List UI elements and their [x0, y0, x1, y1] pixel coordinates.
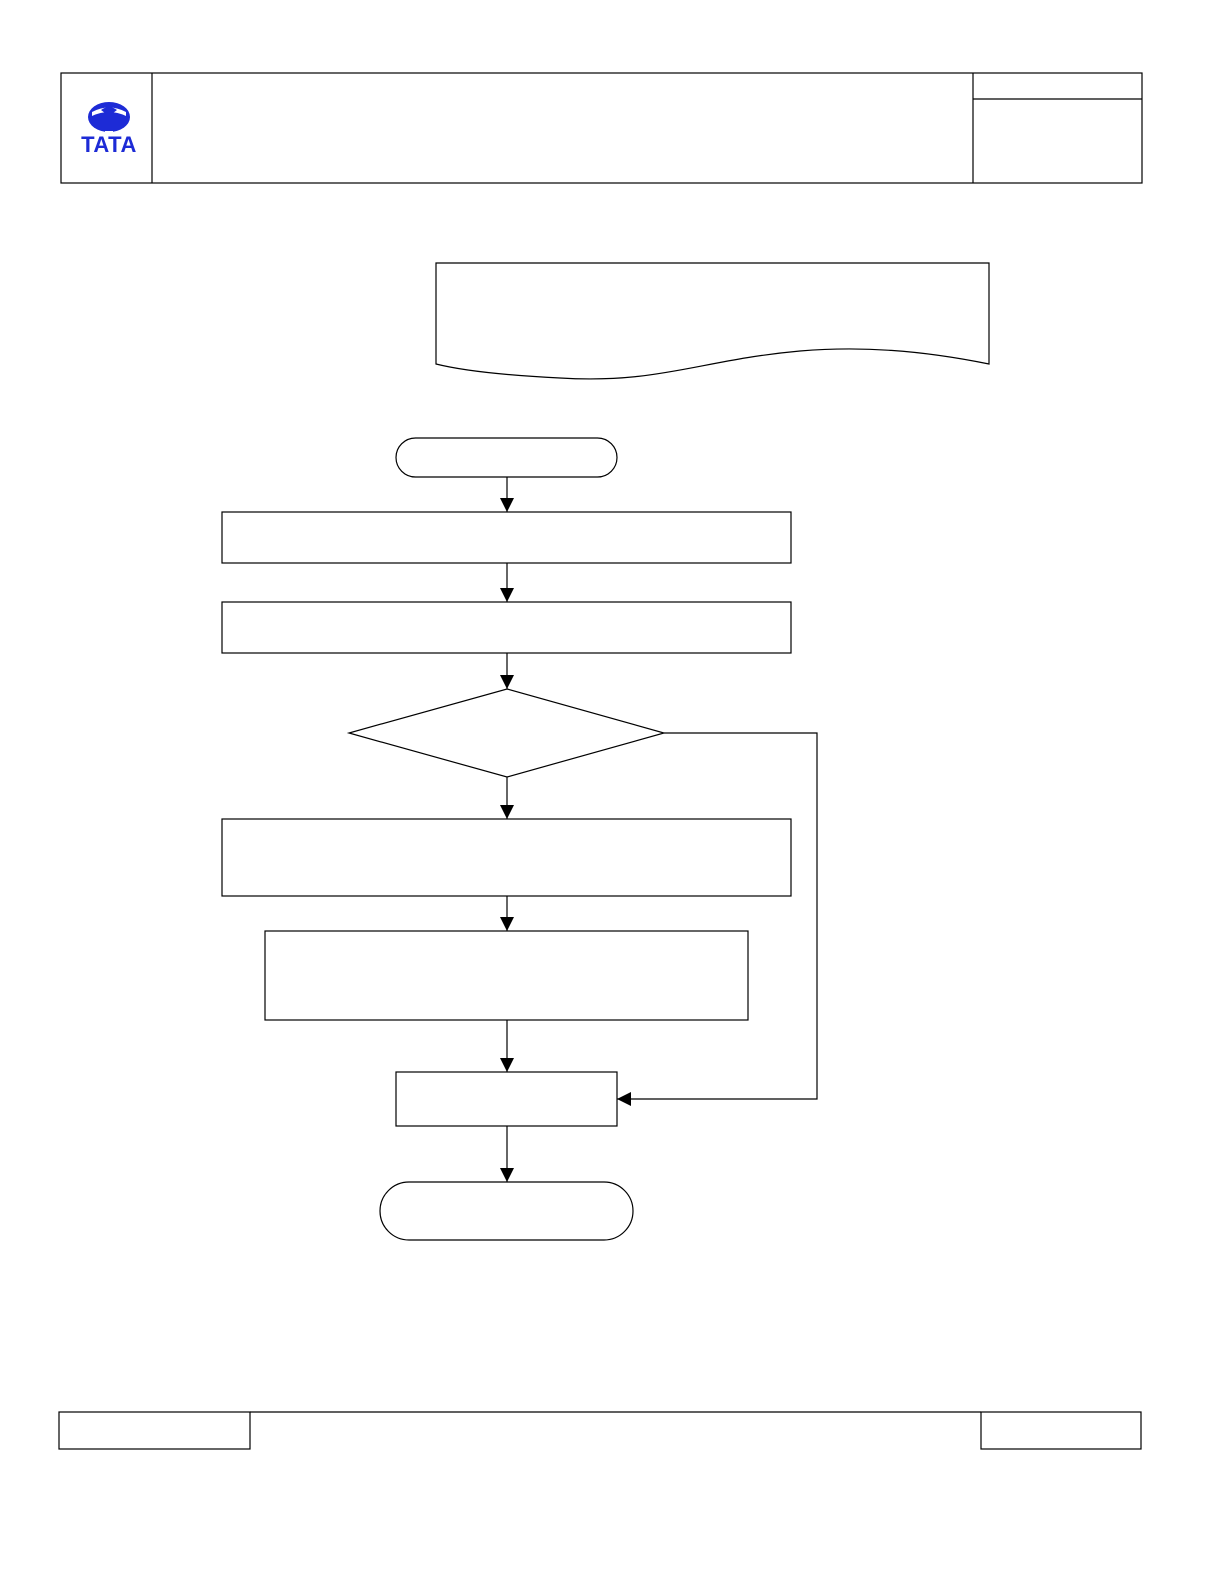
start-terminator: [395, 437, 618, 478]
header-block: TATA: [60, 72, 1143, 184]
tata-logo: TATA: [81, 102, 137, 157]
process-step-5: [395, 1071, 618, 1127]
tata-t-emblem-icon: [88, 102, 130, 132]
end-terminator: [379, 1181, 634, 1241]
process-step-4: [264, 930, 749, 1021]
decision-diamond: [346, 688, 667, 778]
process-step-2: [221, 601, 792, 654]
arrow-decision-bypass-to-step5: [617, 732, 818, 1106]
footer-left-cell: [58, 1411, 251, 1450]
document-note-shape: [435, 262, 990, 380]
footer-block: [58, 1411, 1142, 1450]
process-step-1: [221, 511, 792, 564]
process-step-3: [221, 818, 792, 897]
header-frame: [60, 72, 1143, 184]
footer-right-cell: [980, 1411, 1142, 1450]
tata-wordmark: TATA: [81, 132, 137, 157]
flowchart: [221, 437, 818, 1241]
